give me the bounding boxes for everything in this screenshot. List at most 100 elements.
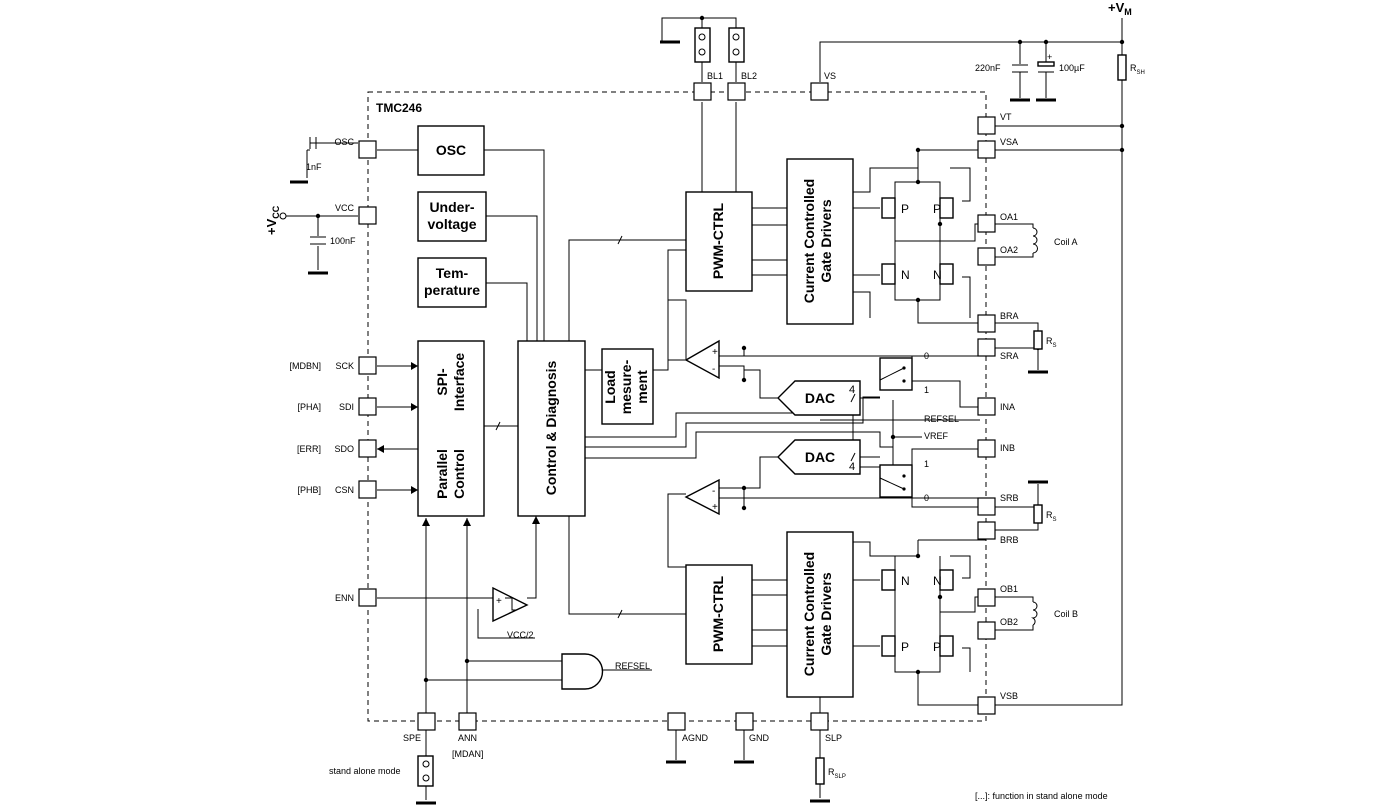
pin-ina-label: INA [1000, 402, 1015, 412]
pin-osc-label: OSC [334, 137, 354, 147]
gate-drivers-b-label-2: Gate Drivers [818, 572, 834, 655]
dac-a-bits: 4 [849, 384, 855, 396]
jumper-bl1 [694, 27, 711, 63]
vcc2-label: VCC/2 [507, 630, 534, 640]
bridge-b-transistors: N N P P [881, 569, 954, 657]
stand-alone-label: stand alone mode [329, 766, 401, 776]
pin-sdo-label: SDO [334, 444, 354, 454]
pin-brb-label: BRB [1000, 535, 1019, 545]
refsel-gate-label: REFSEL [615, 661, 650, 671]
pin-vcc-label: VCC [335, 203, 355, 213]
footnote: [...]: function in stand alone mode [975, 791, 1108, 801]
switch-a: 0 1 [879, 351, 929, 395]
dac-a-label: DAC [805, 390, 835, 406]
spi-label-2: Interface [451, 353, 467, 412]
capacitor-vm2: + 100µF [1037, 52, 1085, 73]
switch-a-0: 0 [924, 351, 929, 361]
svg-text:RSLP: RSLP [828, 767, 846, 780]
dac-b: DAC 4 [777, 439, 861, 475]
pin-sdo-alt: [ERR] [297, 444, 321, 454]
pin-srb-label: SRB [1000, 493, 1019, 503]
temperature-label-1: Tem- [436, 265, 469, 281]
resistor-rsh: RSH [1117, 54, 1145, 81]
svg-text:+VCC: +VCC [264, 205, 281, 235]
pin-inb-label: INB [1000, 443, 1015, 453]
capacitor-vm1: 220nF [975, 63, 1028, 73]
pin-sck-alt: [MDBN] [290, 361, 322, 371]
refsel-switch-label: REFSEL [924, 414, 959, 424]
coil-b-label: Coil B [1054, 609, 1078, 619]
pin-bra-label: BRA [1000, 311, 1019, 321]
coil-b: Coil B [1031, 601, 1078, 626]
svg-text:RS: RS [1046, 510, 1057, 523]
gate-drivers-a-block: Current Controlled Gate Drivers [786, 158, 854, 325]
svg-text:N: N [901, 268, 910, 282]
gate-drivers-b-label-1: Current Controlled [801, 552, 817, 676]
vm-supply: +VM [1108, 0, 1132, 17]
pin-csn-label: CSN [335, 485, 354, 495]
pins-top: BL1 BL2 VS [693, 71, 836, 101]
svg-text:-: - [712, 364, 715, 375]
svg-text:P: P [901, 202, 909, 216]
c-osc-label: 1nF [306, 162, 322, 172]
dac-b-label: DAC [805, 449, 835, 465]
resistor-rs-b: RS [1033, 504, 1057, 524]
vref-label: VREF [924, 431, 949, 441]
switch-b-1: 1 [924, 459, 929, 469]
pin-oa2-label: OA2 [1000, 245, 1018, 255]
resistor-rs-a: RS [1033, 330, 1057, 350]
pin-bl2-label: BL2 [741, 71, 757, 81]
svg-text:P: P [901, 640, 909, 654]
load-label-3: ment [634, 370, 650, 404]
pwm-ctrl-a-block: PWM-CTRL [685, 191, 753, 292]
pin-sck-label: SCK [335, 361, 354, 371]
undervoltage-label-2: voltage [427, 216, 476, 232]
control-diagnosis-label: Control & Diagnosis [543, 361, 559, 496]
c-vcc-label: 100nF [330, 236, 356, 246]
pin-sdi-label: SDI [339, 402, 354, 412]
svg-text:-: - [712, 486, 715, 497]
gate-drivers-a-label-1: Current Controlled [801, 179, 817, 303]
dac-b-bits: 4 [849, 461, 855, 473]
pins-right: VT VSA OA1 OA2 BRA SRA INA INB SRB BRB O… [977, 112, 1019, 715]
pins-bottom: SPE ANN [MDAN] AGND GND SLP [403, 712, 842, 759]
pin-ann-label: ANN [458, 733, 477, 743]
svg-text:P: P [933, 640, 941, 654]
undervoltage-block: Under- voltage [417, 191, 487, 242]
bus-marks [495, 235, 856, 619]
pin-ann-alt: [MDAN] [452, 749, 484, 759]
svg-text:P: P [933, 202, 941, 216]
pin-csn-alt: [PHB] [297, 485, 321, 495]
comparator-a: + - [684, 339, 720, 380]
temperature-block: Tem- perature [417, 257, 487, 308]
dac-a: DAC 4 [777, 380, 861, 416]
pin-enn-label: ENN [335, 593, 354, 603]
parallel-label-1: Parallel [434, 449, 450, 499]
pin-vt-label: VT [1000, 112, 1012, 122]
bridge-a-transistors: P P N N [881, 197, 954, 285]
chip-name: TMC246 [376, 101, 422, 115]
parallel-label-2: Control [451, 449, 467, 499]
capacitor-vcc: 100nF [310, 236, 356, 246]
pin-vsb-label: VSB [1000, 691, 1018, 701]
pwm-ctrl-a-label: PWM-CTRL [710, 202, 726, 279]
svg-text:N: N [901, 574, 910, 588]
coil-a: Coil A [1032, 227, 1078, 254]
pin-slp-label: SLP [825, 733, 842, 743]
c-vm2-label: 100µF [1059, 63, 1085, 73]
pin-gnd-label: GND [749, 733, 770, 743]
osc-block: OSC [417, 125, 485, 176]
coil-a-label: Coil A [1054, 237, 1078, 247]
pwm-ctrl-b-label: PWM-CTRL [710, 575, 726, 652]
capacitor-osc: 1nF [306, 137, 322, 172]
enn-comparator: + [492, 586, 529, 623]
osc-label: OSC [436, 142, 466, 158]
svg-text:N: N [933, 574, 942, 588]
pin-vs-label: VS [824, 71, 836, 81]
svg-text:+: + [1047, 52, 1052, 62]
pin-vsa-label: VSA [1000, 137, 1018, 147]
spi-parallel-block: SPI- Interface Parallel Control [417, 340, 485, 517]
pin-oa1-label: OA1 [1000, 212, 1018, 222]
load-label-1: Load [602, 370, 618, 403]
load-label-2: mesure- [618, 359, 634, 414]
